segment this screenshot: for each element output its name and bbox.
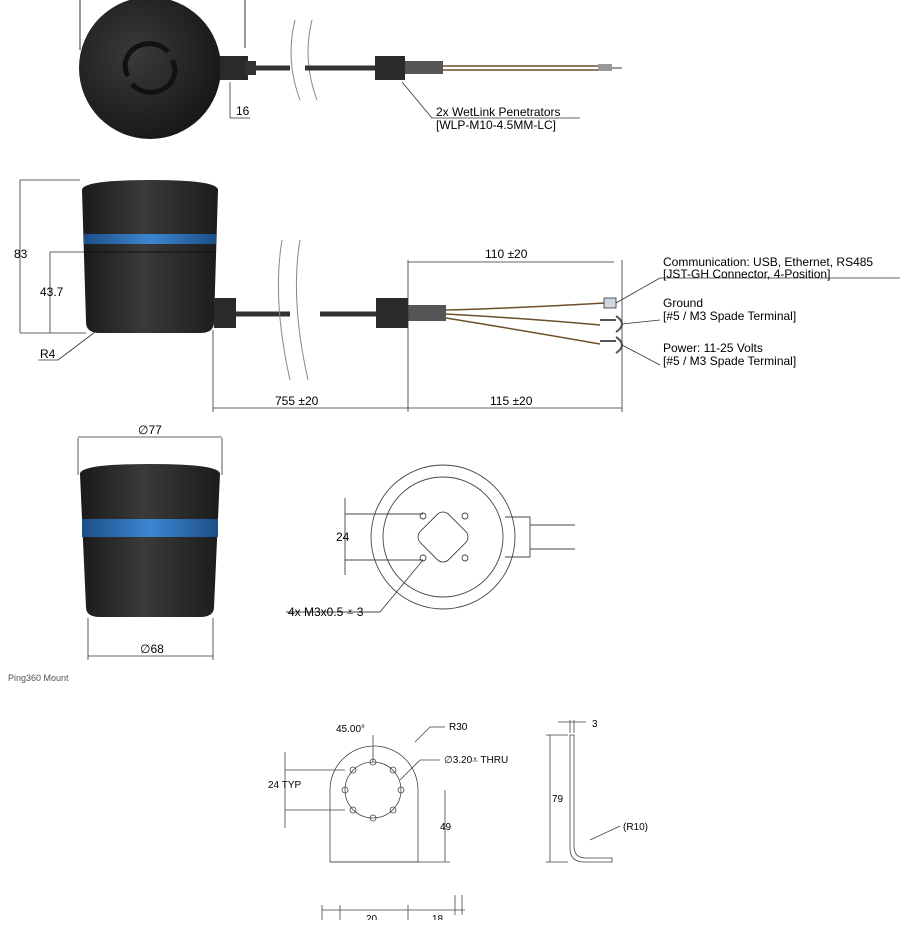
dim-115: 115 ±20 [490,394,533,408]
figure-caption: Ping360 Mount [8,673,69,683]
dim-43-7: 43.7 [40,285,64,299]
dim-755: 755 ±20 [275,394,319,408]
mount-dim-20: 20 [366,914,378,920]
penetrator-label-line2: [WLP-M10-4.5MM-LC] [436,118,556,132]
break-mark-side [277,239,309,381]
mount-bottom-view [321,895,465,920]
side-wires [445,302,606,345]
sonar-front-band [82,519,218,537]
mount-dim-49: 49 [440,822,452,833]
dim-r4: R4 [40,347,56,361]
mount-plate-outline [329,745,419,863]
power-label-line2: [#5 / M3 Spade Terminal] [663,354,796,368]
mount-dim-79: 79 [552,794,564,805]
sonar-side-body [82,180,218,333]
mount-plate-view [284,726,450,863]
side-gland [214,298,236,328]
sonar-front-body [80,464,220,617]
dim-83: 83 [14,247,28,261]
mount-angle: 45.00° [336,724,365,735]
ground-terminal [600,315,623,333]
break-mark [290,19,318,101]
front-view: ∅77 ∅68 [77,423,223,660]
mount-radius: R30 [449,722,468,733]
thread-label: 4x M3x0.5 ⩡ 3 [288,605,364,619]
mount-bracket-profile [569,734,613,863]
mount-dim-18: 18 [432,914,444,920]
comm-label-line2: [JST-GH Connector, 4-Position] [663,267,830,281]
top-penetrator [375,56,405,80]
mount-side-view [546,720,621,863]
dia-68: ∅68 [140,642,164,656]
sonar-side-band [84,234,216,244]
side-view: 83 43.7 R4 755 ±20 115 ±20 110 ±20 Commu… [14,179,900,412]
jst-connector [603,297,617,309]
dim-110: 110 ±20 [485,247,528,261]
side-penetrator [376,298,408,328]
top-view: 16 2x WetLink Penetrators [WLP-M10-4.5MM… [79,0,622,139]
dia-77: ∅77 [138,423,162,437]
sonar-top-disc [79,0,221,139]
mount-bend-radius: (R10) [623,822,648,833]
mount-dim-3: 3 [592,719,598,730]
bottom-transducer [417,511,469,563]
ground-label-line1: Ground [663,296,703,310]
power-label-line1: Power: 11-25 Volts [663,341,763,355]
ground-label-line2: [#5 / M3 Spade Terminal] [663,309,796,323]
mount-typ: 24 TYP [268,780,301,791]
comm-label-line1: Communication: USB, Ethernet, RS485 [663,255,873,269]
bottom-gland [505,516,575,558]
bluerobotics-logo-icon [122,41,178,95]
bottom-inner-ring [382,476,504,598]
dim-24: 24 [336,530,350,544]
top-wires [443,65,600,71]
bottom-outer-ring [370,464,516,610]
dim-16: 16 [236,104,250,118]
top-gland [220,56,248,80]
mount-hole: ∅3.20⩡ THRU [444,755,508,766]
penetrator-label-line1: 2x WetLink Penetrators [436,105,561,119]
power-terminal [600,336,623,354]
bottom-view [286,464,575,613]
